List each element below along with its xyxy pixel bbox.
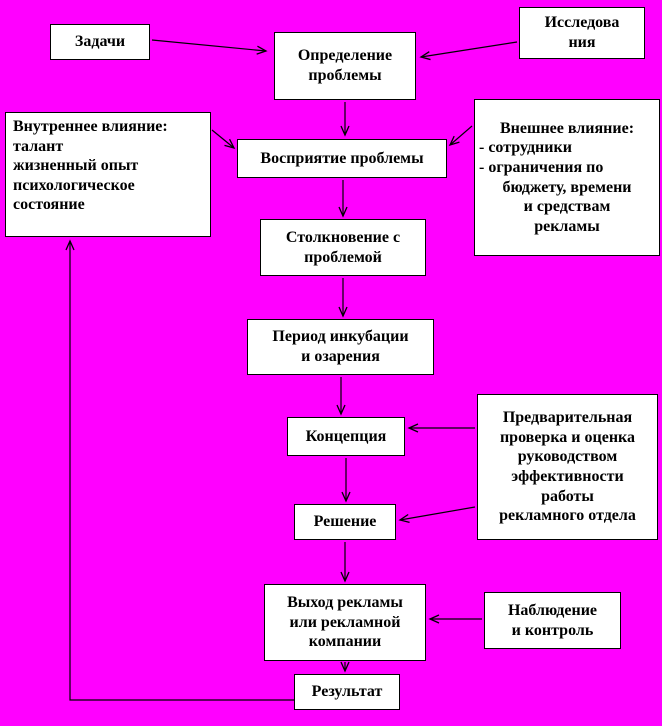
node-tasks: Задачи xyxy=(50,24,150,60)
node-monitoring: Наблюдение и контроль xyxy=(484,592,621,649)
external-influence-item-limits-4: рекламы xyxy=(534,217,600,235)
node-external-influence: Внешнее влияние: - сотрудники - ограниче… xyxy=(474,99,660,256)
arrow-research-to-definition xyxy=(419,41,518,61)
node-incubation: Период инкубации и озарения xyxy=(247,319,434,375)
node-problem-definition: Определение проблемы xyxy=(274,32,416,100)
arrow-external-to-perception xyxy=(448,125,473,147)
node-perception: Восприятие проблемы xyxy=(237,139,447,178)
node-research: Исследова ния xyxy=(519,7,645,59)
node-ad-release: Выход рекламы или рекламной компании xyxy=(264,584,426,661)
node-preliminary-check: Предварительная проверка и оценка руково… xyxy=(477,394,658,540)
external-influence-item-limits: - ограничения по xyxy=(479,158,604,176)
arrow-tasks-to-definition xyxy=(151,39,268,55)
external-influence-title: Внешнее влияние: xyxy=(499,119,635,137)
arrow-preliminary-to-decision xyxy=(398,506,476,524)
external-influence-item-staff: - сотрудники xyxy=(479,139,572,157)
arrow-result-feedback-to-internal xyxy=(65,239,294,701)
node-result: Результат xyxy=(294,674,400,710)
node-internal-influence: Внутреннее влияние: талант жизненный опы… xyxy=(5,112,211,237)
node-concept: Концепция xyxy=(287,417,405,456)
node-decision: Решение xyxy=(294,504,396,540)
external-influence-item-limits-2: бюджету, времени xyxy=(502,178,632,196)
arrow-internal-to-perception xyxy=(211,129,236,150)
node-collision: Столкновение с проблемой xyxy=(260,219,426,276)
external-influence-item-limits-3: и средствам xyxy=(523,198,611,216)
